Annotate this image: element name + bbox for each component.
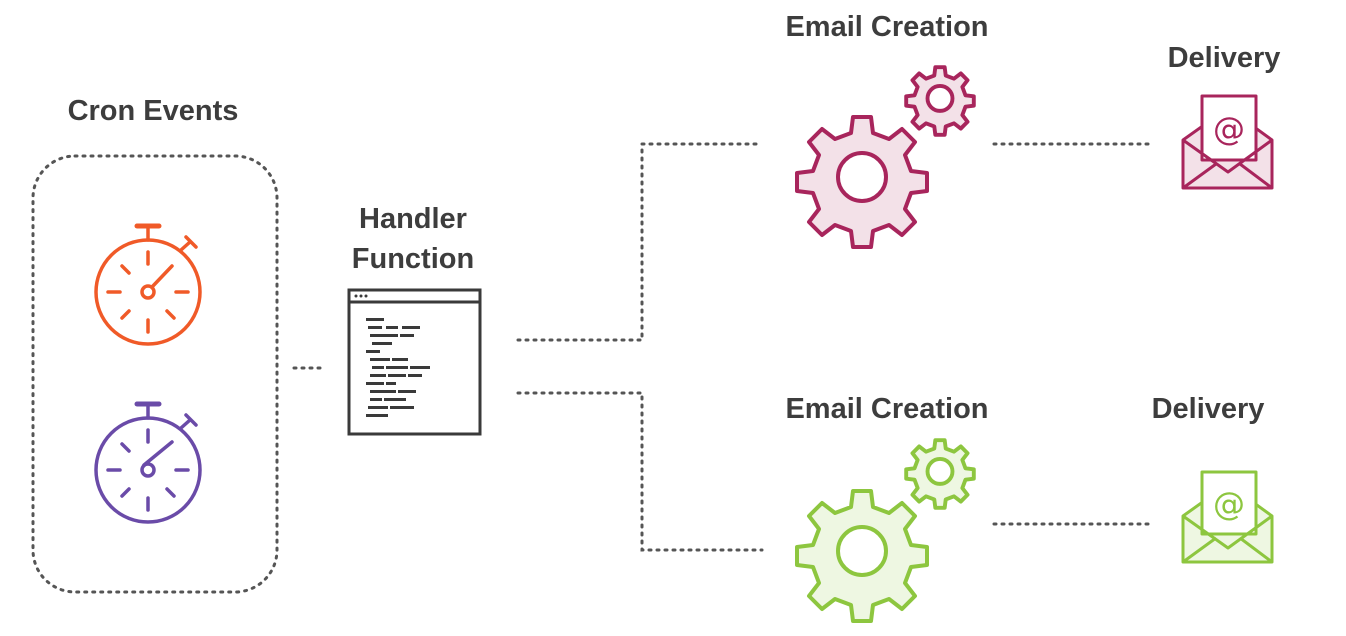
delivery-bottom-label: Delivery xyxy=(1151,393,1265,425)
email-creation-top-label: Email Creation xyxy=(785,11,989,43)
code-window-icon xyxy=(347,288,482,436)
connector-handler-to-email-bottom xyxy=(516,391,764,552)
stopwatch-icon xyxy=(94,223,202,346)
svg-text:@: @ xyxy=(1213,110,1245,148)
handler-function-label-line2: Function xyxy=(351,243,475,275)
email-creation-bottom-label: Email Creation xyxy=(785,393,989,425)
svg-text:@: @ xyxy=(1213,485,1245,523)
handler-function-label-line1: Handler xyxy=(359,203,467,235)
email-envelope-icon: @ xyxy=(1181,470,1274,564)
cron-events-container xyxy=(31,154,279,594)
delivery-top-label: Delivery xyxy=(1167,42,1281,74)
gears-icon xyxy=(795,65,976,249)
stopwatch-icon xyxy=(94,401,202,524)
gears-icon xyxy=(795,438,976,623)
connectors xyxy=(292,142,1154,552)
connector-handler-to-email-top xyxy=(516,142,764,342)
email-envelope-icon: @ xyxy=(1181,94,1274,190)
cron-events-label: Cron Events xyxy=(67,95,239,127)
